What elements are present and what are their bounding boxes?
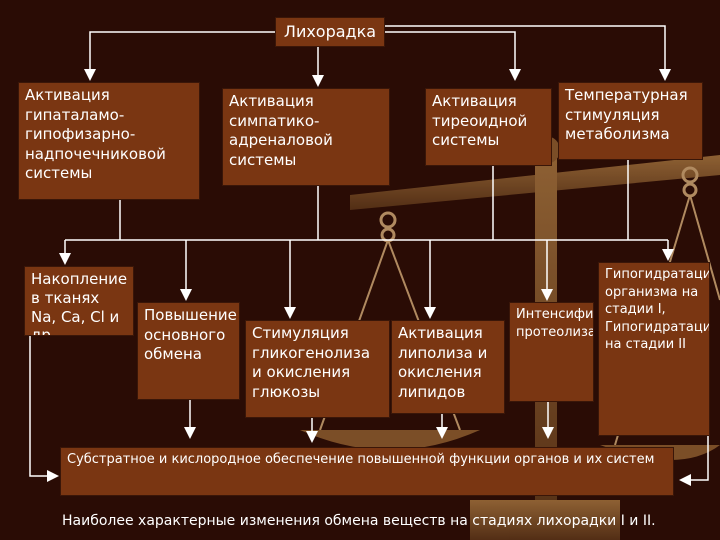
- root-node: Лихорадка: [275, 17, 385, 47]
- node-thyroid-activation: Активация тиреоидной системы: [425, 88, 552, 166]
- diagram-caption: Наиболее характерные изменения обмена ве…: [62, 513, 656, 529]
- node-ion-accumulation-label: Накопление в тканях Na, Ca, Cl и др: [31, 270, 128, 336]
- node-proteolysis: Интенсификация протеолиза: [509, 302, 594, 402]
- node-sympathoadrenal-activation: Активация симпатико-адреналовой системы: [222, 88, 390, 186]
- node-ion-accumulation: Накопление в тканях Na, Ca, Cl и др: [24, 266, 134, 336]
- node-basal-metabolism-label: Повышение основного обмена: [144, 306, 237, 363]
- connectors: [29, 25, 709, 486]
- node-proteolysis-label: Интенсификация протеолиза: [516, 307, 594, 341]
- node-basal-metabolism: Повышение основного обмена: [137, 302, 240, 400]
- node-hypohydration-label: Гипогидратация организма на стадии I, Ги…: [605, 267, 710, 353]
- node-hpa-activation-label: Активация гипаталамо-гипофизарно-надпоче…: [25, 86, 166, 182]
- node-hypohydration: Гипогидратация организма на стадии I, Ги…: [598, 262, 710, 436]
- node-glycogenolysis-label: Стимуляция гликогенолиза и окисления глю…: [252, 324, 371, 401]
- node-hpa-activation: Активация гипаталамо-гипофизарно-надпоче…: [18, 82, 200, 200]
- root-node-label: Лихорадка: [283, 22, 377, 41]
- node-result: Субстратное и кислородное обеспечение по…: [60, 447, 674, 496]
- node-result-label: Субстратное и кислородное обеспечение по…: [67, 452, 655, 467]
- node-thermal-metabolism: Температурная стимуляция метаболизма: [558, 82, 703, 160]
- node-lipolysis-label: Активация липолиза и окисления липидов: [398, 324, 488, 401]
- node-glycogenolysis: Стимуляция гликогенолиза и окисления глю…: [245, 320, 390, 418]
- node-lipolysis: Активация липолиза и окисления липидов: [391, 320, 505, 414]
- node-sympathoadrenal-activation-label: Активация симпатико-адреналовой системы: [229, 92, 333, 169]
- node-thermal-metabolism-label: Температурная стимуляция метаболизма: [565, 86, 688, 143]
- node-thyroid-activation-label: Активация тиреоидной системы: [432, 92, 528, 149]
